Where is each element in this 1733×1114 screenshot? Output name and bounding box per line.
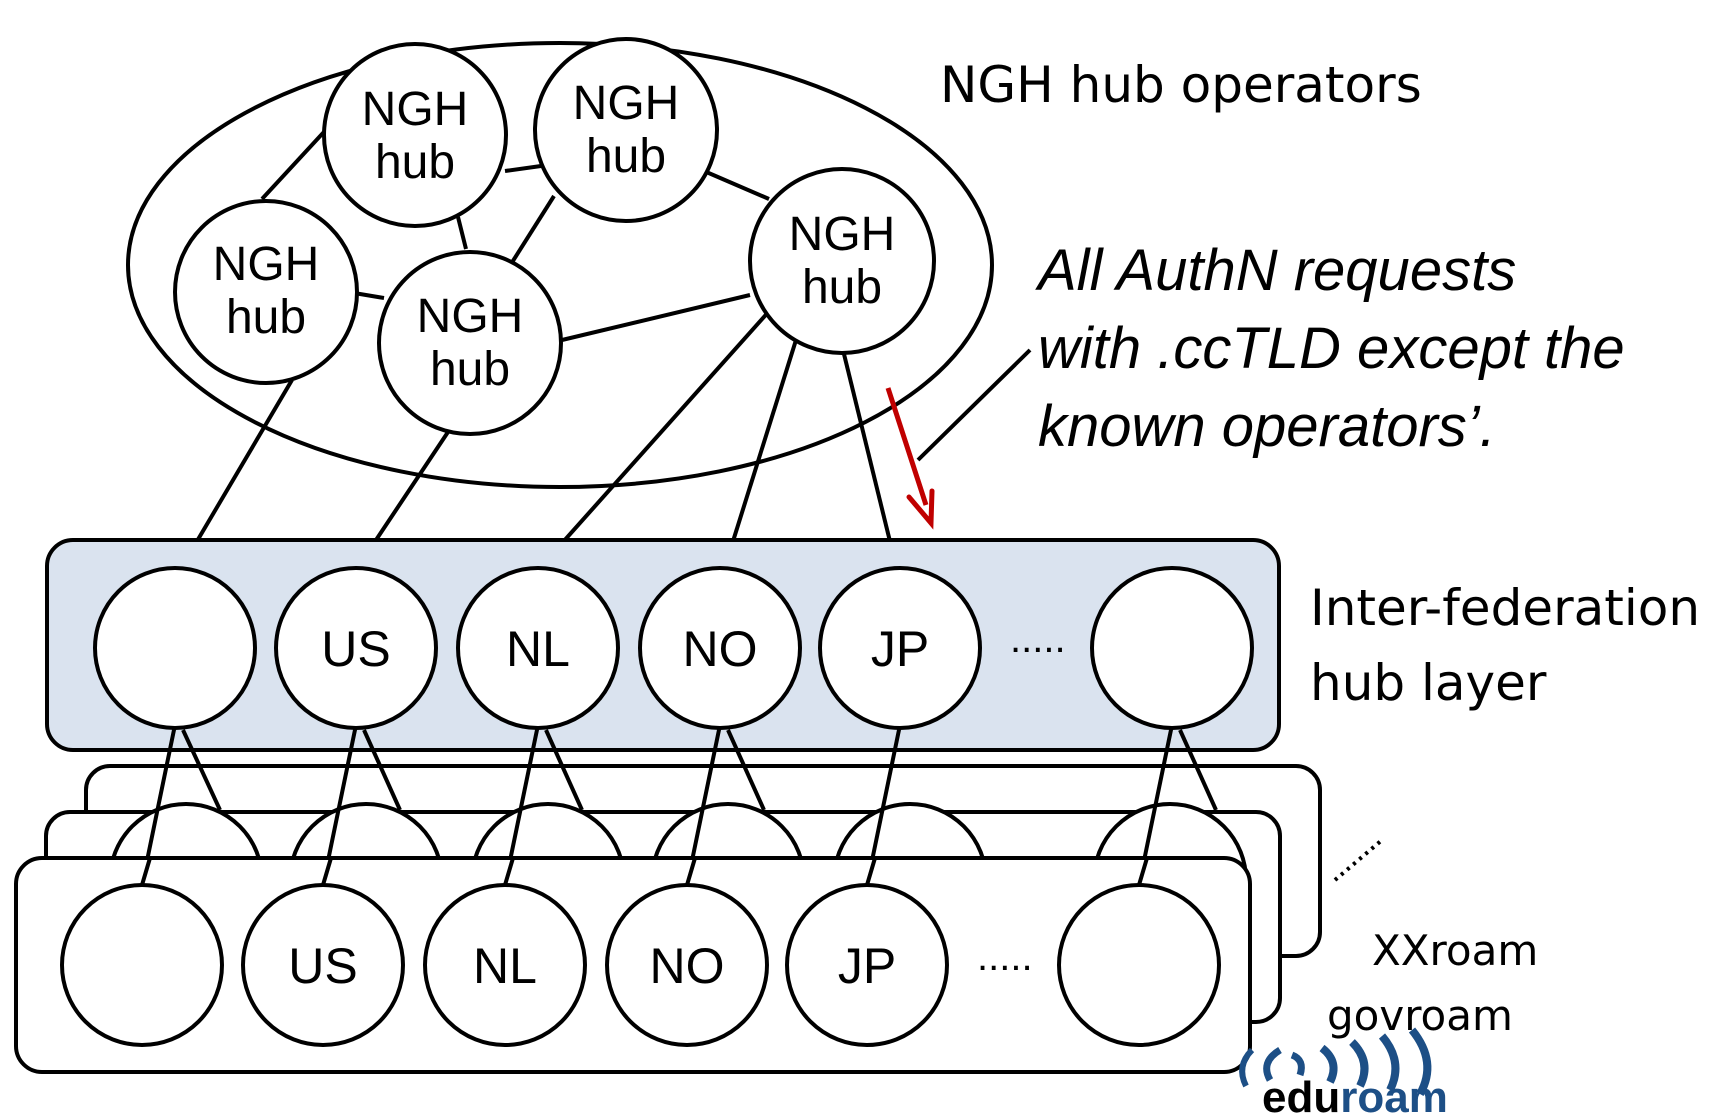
ngh-hub-c-label-1: NGH bbox=[573, 77, 680, 130]
ngh-hub-c: NGH hub bbox=[533, 37, 719, 223]
ngh-hub-d: NGH hub bbox=[377, 250, 563, 436]
ngh-hub-b: NGH hub bbox=[322, 42, 508, 228]
federation-node-us-label: US bbox=[288, 938, 357, 994]
federation-ellipsis: ..... bbox=[977, 935, 1033, 979]
eduroam-wave-1 bbox=[1290, 1051, 1305, 1077]
interfed-ellipsis: ..... bbox=[1010, 617, 1066, 661]
eduroam-wave-6 bbox=[1408, 1027, 1432, 1096]
eduroam-logo: eduroam bbox=[1239, 1027, 1448, 1114]
eduroam-wave-3 bbox=[1319, 1044, 1338, 1084]
eduroam-wave-2 bbox=[1263, 1046, 1282, 1082]
ngh-hub-b-label-1: NGH bbox=[362, 83, 469, 136]
stack-ellipsis-dots bbox=[1333, 838, 1384, 882]
interfed-node-last bbox=[1090, 566, 1254, 730]
interfed-node-jp-label: JP bbox=[871, 621, 929, 677]
federation-node-no-label: NO bbox=[650, 938, 725, 994]
federation-nodes: US NL NO JP ..... bbox=[60, 883, 1221, 1047]
ngh-operators-title: NGH hub operators bbox=[940, 56, 1422, 114]
federation-node-1 bbox=[60, 883, 224, 1047]
eduroam-wave-4 bbox=[1349, 1039, 1369, 1088]
ngh-hub-c-label-2: hub bbox=[586, 130, 666, 183]
eduroam-logo-prefix: edu bbox=[1262, 1073, 1340, 1114]
ngh-hub-a: NGH hub bbox=[173, 199, 359, 385]
federation-node-jp-label: JP bbox=[838, 938, 896, 994]
interfed-node-1 bbox=[93, 566, 257, 730]
annotation-pointer-line bbox=[916, 348, 1032, 462]
interfed-label-line-2: hub layer bbox=[1310, 654, 1547, 712]
interfed-node-nl-label: NL bbox=[506, 621, 570, 677]
federation-node-nl-label: NL bbox=[473, 938, 537, 994]
annotation-line-3: known operators’. bbox=[1038, 394, 1496, 459]
ngh-hub-e-label-2: hub bbox=[802, 261, 882, 314]
stack-label-xxroam: XXroam bbox=[1372, 926, 1538, 975]
ngh-hub-e: NGH hub bbox=[748, 167, 936, 355]
annotation: All AuthN requests with .ccTLD except th… bbox=[885, 238, 1625, 530]
red-arrow-head bbox=[906, 488, 935, 530]
interfed-node-jp: JP bbox=[818, 566, 982, 730]
interfed-label-line-1: Inter-federation bbox=[1310, 579, 1700, 637]
ngh-hub-a-label-1: NGH bbox=[213, 238, 320, 291]
stack-label-govroam: govroam bbox=[1327, 991, 1513, 1040]
ngh-hub-a-label-2: hub bbox=[226, 291, 306, 344]
eduroam-wave-7 bbox=[1239, 1047, 1255, 1088]
interfed-node-nl: NL bbox=[456, 566, 620, 730]
interfed-node-us: US bbox=[274, 566, 438, 730]
annotation-line-1: All AuthN requests bbox=[1035, 238, 1516, 303]
interfed-node-no-label: NO bbox=[683, 621, 758, 677]
interfed-node-no: NO bbox=[638, 566, 802, 730]
interfed-nodes: US NL NO JP ..... bbox=[93, 566, 1254, 730]
eduroam-logo-suffix: roam bbox=[1340, 1073, 1448, 1114]
red-arrow bbox=[885, 387, 929, 506]
ngh-hub-d-label-2: hub bbox=[430, 343, 510, 396]
interfed-node-us-label: US bbox=[321, 621, 390, 677]
ngh-hub-b-label-2: hub bbox=[375, 136, 455, 189]
ngh-hub-e-label-1: NGH bbox=[789, 208, 896, 261]
annotation-line-2: with .ccTLD except the bbox=[1038, 316, 1625, 381]
front-connector-edges bbox=[140, 857, 1149, 886]
ngh-hub-d-label-1: NGH bbox=[417, 290, 524, 343]
federation-node-last bbox=[1057, 883, 1221, 1047]
eduroam-wave-5 bbox=[1378, 1033, 1400, 1092]
ngh-to-interfed-edges bbox=[178, 307, 899, 572]
eduroam-logo-text: eduroam bbox=[1262, 1073, 1448, 1114]
